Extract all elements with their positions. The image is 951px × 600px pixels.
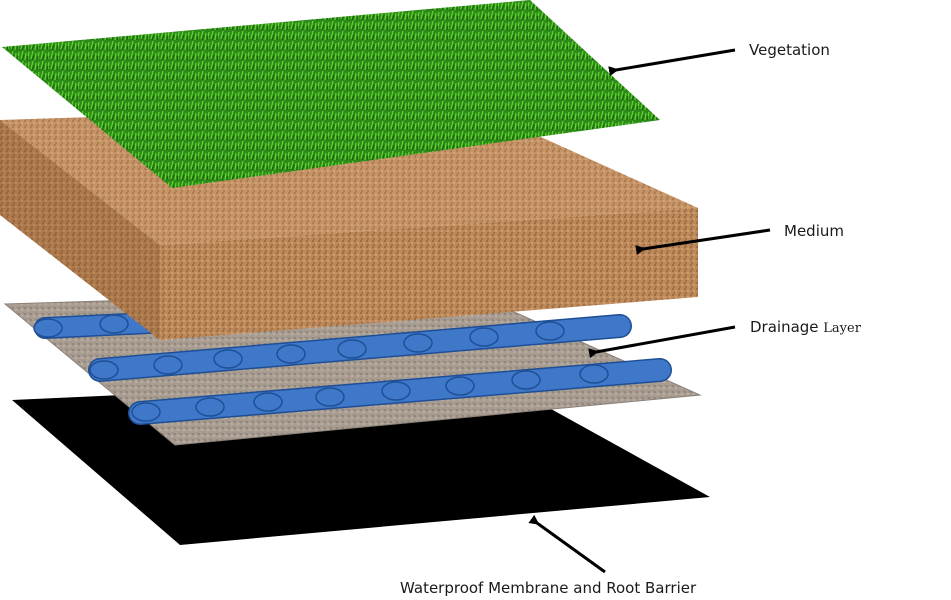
vegetation-label: Vegetation <box>749 41 830 59</box>
membrane-arrow-icon <box>528 514 606 574</box>
vegetation-arrow-icon <box>608 48 736 77</box>
medium-arrow-icon <box>635 228 771 255</box>
membrane-label: Waterproof Membrane and Root Barrier <box>400 579 697 597</box>
drainage-label-suffix: Layer <box>823 321 861 336</box>
drainage-label-main: Drainage <box>750 318 824 336</box>
drainage-arrow-icon <box>588 325 736 359</box>
medium-label: Medium <box>784 222 844 240</box>
vegetation-layer <box>2 0 660 188</box>
drainage-layer-label: Drainage Layer <box>750 318 861 336</box>
